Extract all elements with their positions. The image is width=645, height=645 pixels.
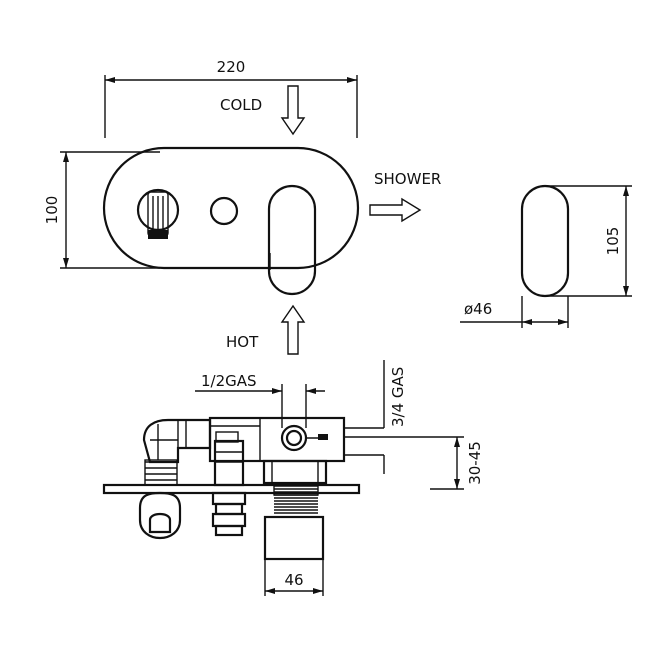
dimension-width: 220 [104,58,358,138]
cold-inlet: COLD [220,85,306,136]
cold-arrow-icon [280,85,306,136]
cold-label: COLD [220,96,262,114]
width-label: 220 [217,58,246,76]
diverter-knob-icon [136,188,180,239]
button-icon [209,196,239,226]
hot-inlet: HOT [226,304,306,355]
inlet-size-label: 1/2GAS [201,372,257,390]
lever-handle [267,184,317,296]
shower-outlet: SHOWER [369,170,441,223]
hot-arrow-icon [280,304,306,355]
shower-label: SHOWER [374,170,441,188]
body-diameter-label: 46 [284,571,303,589]
outlet-size-label: 3/4 GAS [389,367,407,427]
handle-height-label: 105 [604,227,622,256]
dimension-height: 100 [43,151,160,269]
faceplate [102,146,360,296]
handle-side-view: 105 ø46 [460,184,632,328]
handle-diameter-label: ø46 [464,300,492,318]
section-view: 1/2GAS 3/4 GAS 30-45 [102,360,484,596]
valve-ring-icon [280,424,308,452]
height-label: 100 [43,196,61,225]
shower-arrow-icon [369,197,422,223]
hot-label: HOT [226,333,259,351]
depth-range-label: 30-45 [466,441,484,485]
